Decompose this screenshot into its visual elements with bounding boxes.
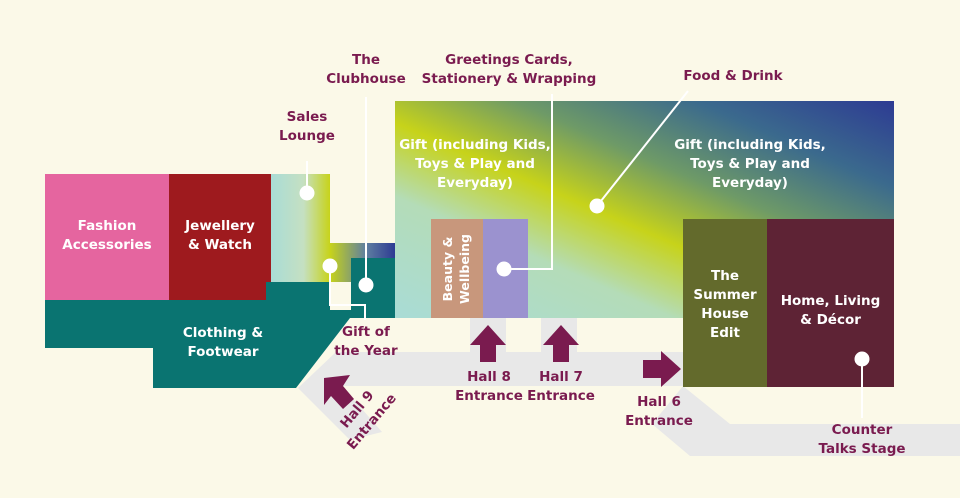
markers <box>299 185 870 367</box>
zone-label-home-living-decor: Home, Living & Décor <box>780 293 881 328</box>
arrow-right-icon[interactable] <box>643 351 681 387</box>
marker-dot-icon[interactable] <box>322 258 338 274</box>
entrance-label-hall-8: Hall 8 Entrance <box>455 369 523 404</box>
callout-counter-talks-stage: Counter Talks Stage <box>818 422 906 457</box>
marker-dot-icon[interactable] <box>358 277 374 293</box>
entrance-label-hall-6: Hall 6 Entrance <box>625 394 693 429</box>
zone-label-beauty-wellbeing: Beauty & Wellbeing <box>440 234 472 304</box>
zone-label-clothing-footwear: Clothing & Footwear <box>182 325 264 360</box>
callout-the-clubhouse: The Clubhouse <box>326 52 406 87</box>
marker-dot-icon[interactable] <box>589 198 605 214</box>
zone-clothing-footwear <box>45 258 395 388</box>
zone-beauty-wellbeing <box>431 219 483 318</box>
arrow-up-icon[interactable] <box>543 325 579 362</box>
zone-home-living-decor <box>767 219 894 387</box>
zone-label-gift-left: Gift (including Kids, Toys & Play and Ev… <box>399 137 551 191</box>
zone-jewellery-watch <box>169 174 271 300</box>
arrow-diagonal-icon[interactable] <box>324 375 354 409</box>
leader-lines <box>306 90 863 418</box>
arrow-up-icon[interactable] <box>470 325 506 362</box>
entrance-label-hall-7: Hall 7 Entrance <box>527 369 595 404</box>
zone-summer-house-edit <box>683 219 767 387</box>
marker-dot-icon[interactable] <box>854 351 870 367</box>
zone-fashion-accessories <box>45 174 169 300</box>
zone-label-fashion-accessories: Fashion Accessories <box>62 218 152 253</box>
zone-label-gift-right: Gift (including Kids, Toys & Play and Ev… <box>674 137 826 191</box>
callout-gift-of-the-year: Gift of the Year <box>334 324 398 359</box>
marker-dot-icon[interactable] <box>496 261 512 277</box>
zone-the-clubhouse <box>330 243 395 282</box>
zone-label-summer-house-edit: The Summer House Edit <box>693 268 757 341</box>
entrance-arrows <box>324 325 681 409</box>
marker-dot-icon[interactable] <box>299 185 315 201</box>
callout-greetings-cards: Greetings Cards, Stationery & Wrapping <box>421 52 597 87</box>
zone-label-jewellery-watch: Jewellery & Watch <box>185 218 255 253</box>
callout-sales-lounge: Sales Lounge <box>279 109 335 144</box>
callout-food-drink: Food & Drink <box>683 68 783 84</box>
